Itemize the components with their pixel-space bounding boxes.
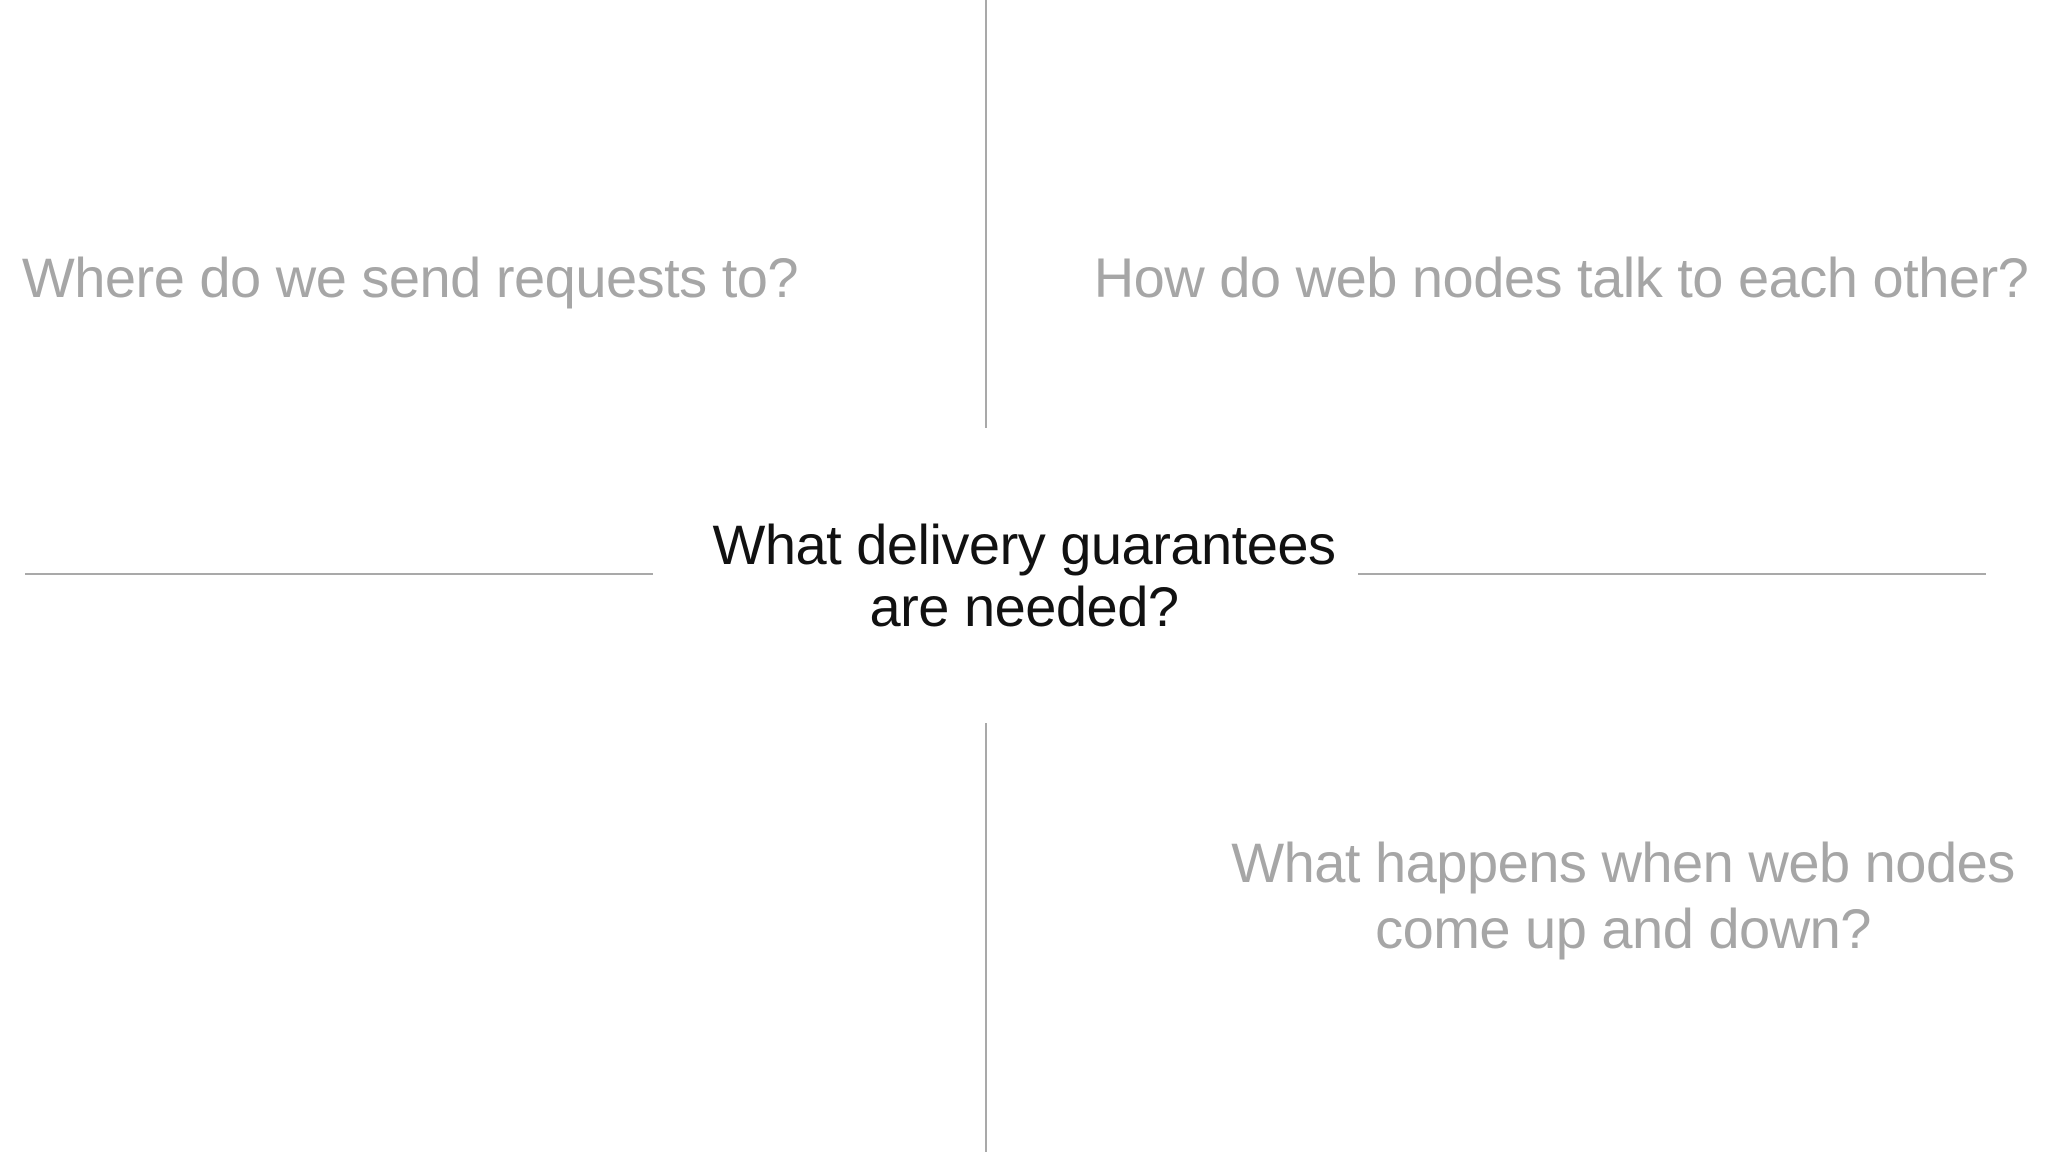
question-bottom-right-line-2: come up and down? [1375, 897, 1871, 960]
question-center-line-2: are needed? [869, 575, 1179, 638]
top-vertical-divider [985, 0, 987, 428]
question-bottom-right: What happens when web nodes come up and … [1198, 830, 2048, 962]
bottom-vertical-divider [985, 723, 987, 1152]
question-top-right-text: How do web nodes talk to each other? [1093, 246, 2029, 309]
left-horizontal-divider [25, 573, 653, 575]
question-bottom-right-line-1: What happens when web nodes [1231, 831, 2015, 894]
question-top-left-text: Where do we send requests to? [21, 246, 799, 309]
question-top-right: How do web nodes talk to each other? [1074, 246, 2048, 310]
question-top-left: Where do we send requests to? [0, 246, 820, 310]
question-center: What delivery guarantees are needed? [0, 514, 2048, 638]
right-horizontal-divider [1358, 573, 1986, 575]
question-center-line-1: What delivery guarantees [712, 513, 1336, 576]
